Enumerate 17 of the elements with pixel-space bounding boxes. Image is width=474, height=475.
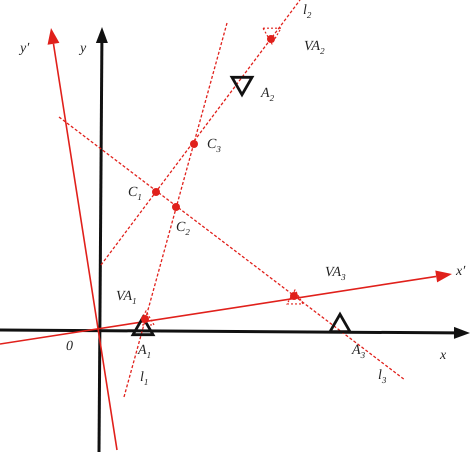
line-label: l$_{2}$ — [303, 4, 312, 20]
axis-label: x′ — [456, 265, 466, 279]
point-label: C$_{3}$ — [207, 138, 221, 154]
point-label: C$_{1}$ — [128, 186, 142, 202]
line-label: l$_{3}$ — [378, 369, 386, 385]
point-label: A$_{2}$ — [261, 87, 274, 103]
axis-label: x — [440, 349, 446, 363]
axis-label: y′ — [20, 42, 30, 56]
line-label: l$_{1}$ — [140, 371, 148, 387]
point-label: C$_{2}$ — [176, 221, 190, 237]
origin-label: 0 — [66, 340, 73, 354]
point-label: VA$_{3}$ — [325, 266, 346, 282]
point-label: VA$_{1}$ — [116, 290, 137, 306]
point-label: VA$_{2}$ — [304, 40, 325, 56]
axis-label: y — [80, 42, 86, 56]
point-label: A$_{1}$ — [138, 344, 152, 360]
point-label: A$_{3}$ — [352, 344, 366, 360]
